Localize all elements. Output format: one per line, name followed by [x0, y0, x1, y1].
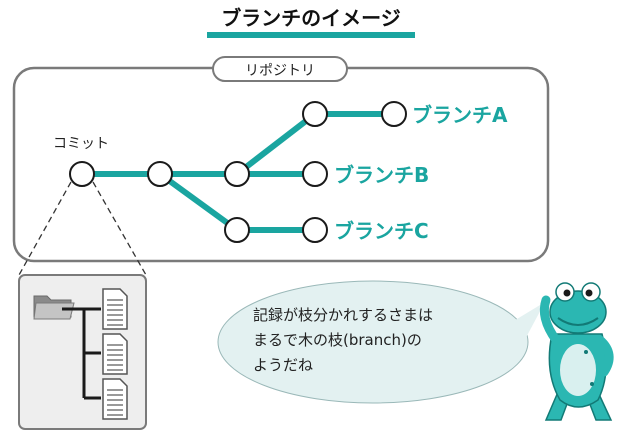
commit-node: [302, 161, 328, 187]
branch-a-diagonal: [234, 111, 318, 177]
file-icon: [102, 378, 128, 420]
file-icon: [102, 333, 128, 375]
title-underline: [207, 32, 415, 38]
speech-line-2: まるで木の枝(branch)の: [253, 331, 422, 349]
repository-label: リポジトリ: [245, 63, 315, 79]
branch-a-label: ブランチA: [412, 103, 508, 127]
commit-node: [224, 161, 250, 187]
branch-c-label: ブランチC: [334, 219, 429, 243]
repository-label-pill: [212, 56, 348, 82]
branch-b-label: ブランチB: [334, 163, 429, 187]
speech-bubble: [217, 280, 545, 404]
commit-node: [302, 217, 328, 243]
frog-character: [539, 282, 614, 421]
diagram-title: ブランチのイメージ: [221, 6, 401, 30]
commit-node: [147, 161, 173, 187]
zoom-line-left: [18, 181, 72, 276]
commit-node: [302, 101, 328, 127]
file-icon: [102, 288, 128, 330]
speech-line-1: 記録が枝分かれするさまは: [253, 306, 433, 324]
commit-nodes: [69, 101, 407, 243]
commit-node: [381, 101, 407, 127]
branch-c-diagonal: [157, 171, 240, 233]
zoom-line-right: [92, 181, 147, 276]
commit-node: [69, 161, 95, 187]
commit-label: コミット: [53, 136, 109, 152]
speech-line-3: ようだね: [253, 356, 313, 374]
commit-node: [224, 217, 250, 243]
file-tree-lines: [62, 307, 101, 400]
folder-icon: [33, 295, 75, 320]
